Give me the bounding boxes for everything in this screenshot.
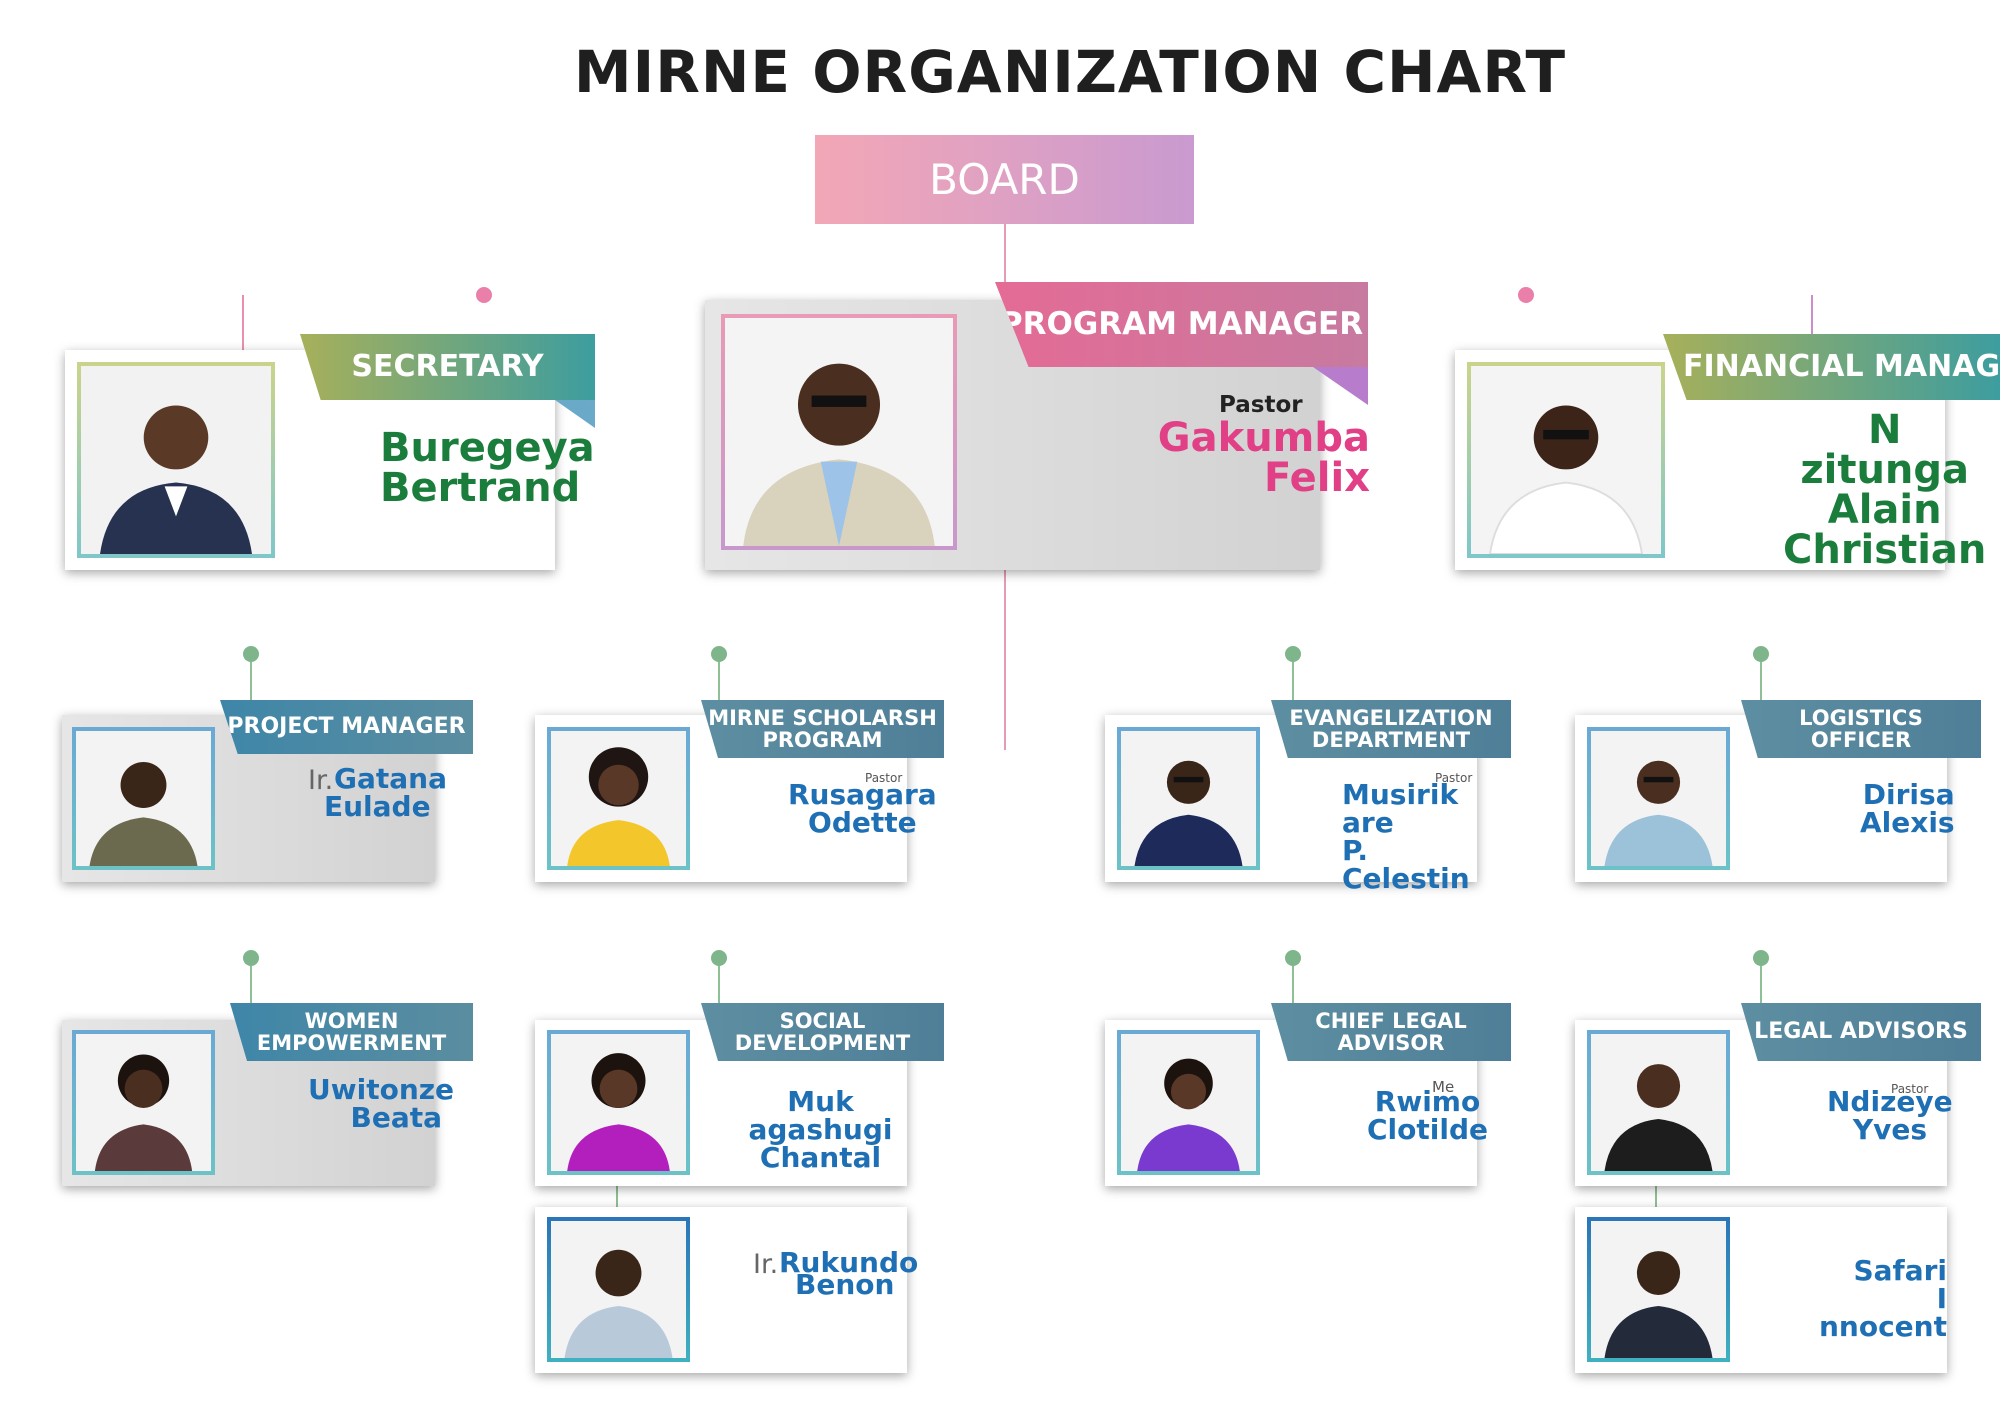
person-name: Musirik are P. Celestin xyxy=(1342,778,1470,895)
connector-dot xyxy=(1518,287,1534,303)
role-label: SOCIAL xyxy=(779,1008,866,1033)
person-name: Uwitonze Beata xyxy=(308,1073,455,1134)
card-logistics-officer: LOGISTICS OFFICER Dirisa Alexis xyxy=(1575,700,1981,882)
role-label: PROGRAM MANAGER xyxy=(999,306,1364,343)
role-ribbon-secretary: SECRETARY xyxy=(300,334,595,400)
name-prefix: Ir. xyxy=(753,1249,779,1280)
connector-dot xyxy=(1285,646,1301,662)
role-label-line2: DEPARTMENT xyxy=(1311,728,1471,752)
role-label: FINANCIAL MANAG xyxy=(1683,349,2000,385)
person-photo-icon xyxy=(72,727,215,870)
role-ribbon: PROJECT MANAGER xyxy=(220,700,473,754)
person-name: Muk agashugi Chantal xyxy=(748,1085,893,1174)
person-name: N zitunga Alain Christian xyxy=(1783,407,1987,573)
person-photo-icon xyxy=(547,727,690,870)
person-name: Buregeya Bertrand xyxy=(380,425,595,511)
role-label: PROJECT MANAGER xyxy=(227,714,466,740)
person-name: Rusagara Odette xyxy=(788,778,937,839)
connector-dot xyxy=(711,950,727,966)
role-label: EVANGELIZATION xyxy=(1289,705,1493,730)
role-label: WOMEN xyxy=(304,1008,399,1033)
name-prefix: Pastor xyxy=(1435,771,1473,785)
name-prefix: Pastor xyxy=(865,771,903,785)
row1-connector xyxy=(243,646,1769,705)
person-name: Safari I nnocent xyxy=(1818,1254,1947,1343)
ribbon-fold xyxy=(555,400,595,428)
person-photo-icon xyxy=(721,314,957,550)
role-ribbon: MIRNE SCHOLARSH PROGRAM xyxy=(701,700,944,758)
role-ribbon: WOMEN EMPOWERMENT xyxy=(230,1003,473,1061)
card-chief-legal-advisor: CHIEF LEGAL ADVISOR Me Rwimo Clotilde xyxy=(1105,1003,1511,1186)
role-ribbon-financial-manager: FINANCIAL MANAG xyxy=(1663,334,2000,400)
person-name-line2: Eulade xyxy=(324,790,431,823)
card-scholarship-program: MIRNE SCHOLARSH PROGRAM Pastor Rusagara … xyxy=(535,700,944,882)
card-women-empowerment: WOMEN EMPOWERMENT Uwitonze Beata xyxy=(62,1003,473,1186)
connector-dot xyxy=(243,646,259,662)
role-label: MIRNE SCHOLARSH xyxy=(708,705,937,730)
connector-dot xyxy=(1753,950,1769,966)
role-label-line2: EMPOWERMENT xyxy=(256,1031,447,1055)
role-label-line2: PROGRAM xyxy=(762,728,883,752)
person-photo-icon xyxy=(1587,1030,1730,1175)
card-rukundo: Ir. Rukundo Benon xyxy=(535,1207,918,1373)
role-label: LOGISTICS xyxy=(1799,705,1923,730)
name-prefix: Me xyxy=(1432,1078,1455,1096)
person-photo-icon xyxy=(72,1030,215,1175)
person-name-line2: Benon xyxy=(795,1268,895,1301)
person-name: Ndizeye Yves xyxy=(1827,1085,1953,1146)
person-photo-icon xyxy=(1467,362,1665,558)
card-safari: Safari I nnocent xyxy=(1575,1207,1947,1373)
role-label-line2: DEVELOPMENT xyxy=(734,1031,911,1055)
person-photo-icon xyxy=(1587,727,1730,870)
page-title: MIRNE ORGANIZATION CHART xyxy=(573,38,1567,106)
connector-dot xyxy=(711,646,727,662)
card-program-manager: PROGRAM MANAGER Pastor Gakumba Felix xyxy=(705,282,1370,570)
board-box: BOARD xyxy=(815,135,1194,224)
role-ribbon: LEGAL ADVISORS xyxy=(1741,1003,1981,1061)
role-label: CHIEF LEGAL xyxy=(1315,1008,1467,1033)
role-ribbon-program-manager: PROGRAM MANAGER xyxy=(995,282,1368,367)
person-photo-icon xyxy=(1117,727,1260,870)
card-secretary: SECRETARY Buregeya Bertrand xyxy=(65,334,595,570)
connector-dot xyxy=(1753,646,1769,662)
card-legal-advisors: LEGAL ADVISORS Pastor Ndizeye Yves xyxy=(1575,1003,1981,1186)
role-ribbon: LOGISTICS OFFICER xyxy=(1741,700,1981,758)
connector-dot xyxy=(476,287,492,303)
role-ribbon: CHIEF LEGAL ADVISOR xyxy=(1271,1003,1511,1061)
card-social-development: SOCIAL DEVELOPMENT Muk agashugi Chantal xyxy=(535,1003,944,1186)
name-prefix: Pastor xyxy=(1891,1082,1929,1096)
person-photo-icon xyxy=(77,362,275,558)
card-financial-manager: FINANCIAL MANAG N zitunga Alain Christia… xyxy=(1455,334,2000,570)
role-label-line2: ADVISOR xyxy=(1337,1031,1445,1055)
person-photo-icon xyxy=(547,1030,690,1175)
person-photo-icon xyxy=(1117,1030,1260,1175)
person-name: Rukundo xyxy=(779,1246,919,1279)
name-prefix: Pastor xyxy=(1219,392,1303,418)
connector-dot xyxy=(1285,950,1301,966)
role-label-line2: OFFICER xyxy=(1810,728,1912,752)
card-project-manager: PROJECT MANAGER Ir. Gatana Eulade xyxy=(62,700,473,882)
person-name: Dirisa Alexis xyxy=(1860,778,1955,839)
card-evangelization-department: EVANGELIZATION DEPARTMENT Pastor Musirik… xyxy=(1105,700,1511,893)
person-photo-icon xyxy=(547,1217,690,1362)
ribbon-fold xyxy=(1313,367,1368,405)
row2-connector xyxy=(243,950,1769,1210)
role-ribbon: SOCIAL DEVELOPMENT xyxy=(701,1003,944,1061)
board-label: BOARD xyxy=(929,155,1080,204)
role-label: SECRETARY xyxy=(351,349,544,385)
person-name: Rwimo Clotilde xyxy=(1367,1085,1488,1146)
person-name: Gatana xyxy=(334,762,447,795)
role-label: LEGAL ADVISORS xyxy=(1754,1019,1968,1045)
role-ribbon: EVANGELIZATION DEPARTMENT xyxy=(1271,700,1511,758)
person-name: Gakumba Felix xyxy=(1157,415,1370,501)
person-photo-icon xyxy=(1587,1217,1730,1362)
name-prefix: Ir. xyxy=(308,765,334,796)
connector-dot xyxy=(243,950,259,966)
